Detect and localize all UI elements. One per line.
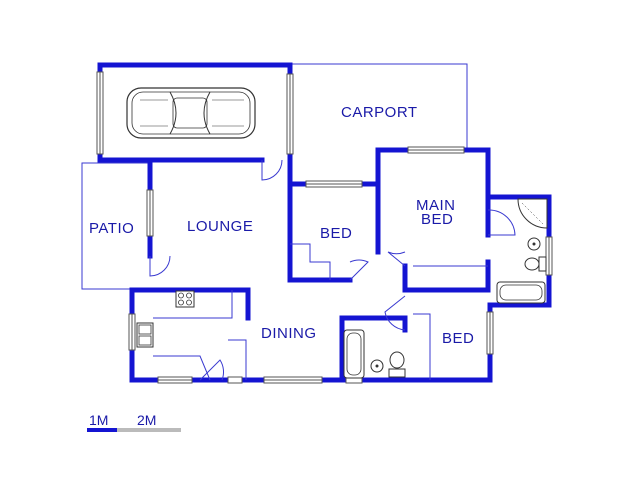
- bathtub-icon: [343, 329, 365, 379]
- scale-label-1m: 1M: [89, 412, 108, 428]
- window-bottom-left: [157, 376, 193, 384]
- scale-bar: 1M 2M: [87, 412, 181, 432]
- window-garage-right: [286, 73, 294, 155]
- room-label-bed-right: BED: [442, 330, 474, 347]
- window-bed-right: [486, 311, 494, 355]
- room-label-carport: CARPORT: [341, 104, 418, 121]
- patio-outline: [81, 162, 150, 290]
- room-label-dining: DINING: [261, 325, 317, 342]
- basin-icon: [370, 359, 384, 373]
- door-bath: [384, 295, 406, 331]
- ensuite-bathtub-icon: [496, 281, 546, 304]
- ensuite-toilet-icon: [524, 256, 547, 272]
- ensuite-basin-icon: [527, 237, 541, 251]
- room-label-main-bed-line1: MAIN: [416, 197, 456, 214]
- door-garage: [261, 159, 283, 181]
- door-dining: [199, 359, 224, 381]
- window-main-bed-top: [407, 146, 465, 154]
- room-label-patio: PATIO: [89, 220, 134, 237]
- room-label-main-bed-line2: BED: [421, 211, 453, 228]
- door-ensuite: [487, 209, 516, 236]
- window-bottom-small: [227, 376, 243, 384]
- window-bottom-dining: [263, 376, 323, 384]
- door-beds-double: [349, 251, 406, 281]
- room-label-bed-left: BED: [320, 225, 352, 242]
- room-label-lounge: LOUNGE: [187, 218, 253, 235]
- interior-partitions: [153, 243, 488, 381]
- window-garage-left: [96, 71, 104, 155]
- car-icon: [126, 87, 256, 139]
- window-ensuite: [545, 236, 553, 276]
- shower-icon: [517, 198, 548, 229]
- door-patio: [149, 255, 171, 277]
- window-bed-top: [305, 180, 363, 188]
- window-kitchen: [128, 313, 136, 351]
- carport-outline: [290, 63, 468, 148]
- toilet-icon: [388, 351, 406, 378]
- window-lounge-left: [146, 189, 154, 237]
- kitchen-sink-icon: [136, 322, 154, 348]
- scale-label-2m: 2M: [137, 412, 156, 428]
- stove-icon: [175, 290, 195, 308]
